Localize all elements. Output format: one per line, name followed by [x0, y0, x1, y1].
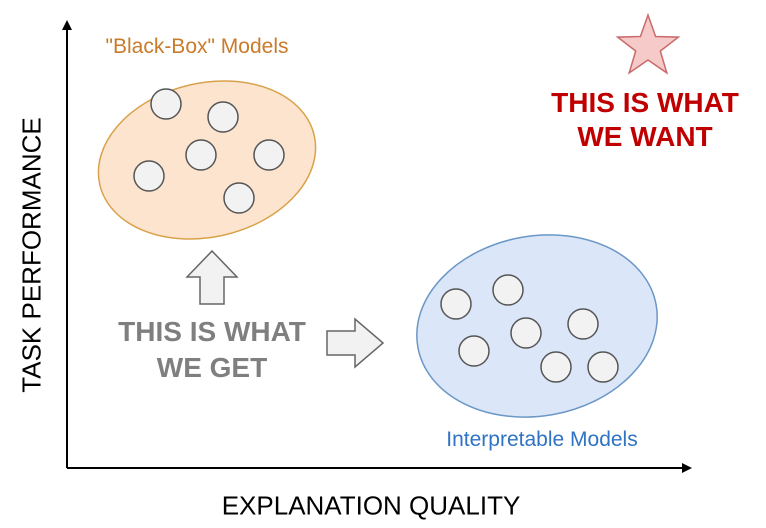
black-box-model-dots [133, 88, 285, 214]
up-arrow [185, 249, 239, 305]
what-we-want-line-2: WE WANT [577, 121, 713, 152]
interpretable-model-dot [510, 317, 542, 349]
what-we-get-line-1: THIS IS WHAT [118, 316, 306, 347]
black-box-model-dot [223, 182, 255, 214]
what-we-get-label: THIS IS WHAT WE GET [118, 314, 306, 386]
black-box-model-dot [150, 88, 182, 120]
right-arrow [326, 317, 385, 369]
black-box-model-dot [185, 139, 217, 171]
interpretable-model-dots [440, 274, 619, 383]
black-box-model-dot [253, 139, 285, 171]
star-icon [615, 12, 681, 75]
what-we-want-line-1: THIS IS WHAT [551, 87, 739, 118]
interpretable-model-dot [567, 308, 599, 340]
interpretable-model-dot [458, 335, 490, 367]
black-box-model-dot [133, 160, 165, 192]
x-axis-label: EXPLANATION QUALITY [221, 490, 521, 521]
interpretable-model-dot [440, 288, 472, 320]
interpretable-models-label: Interpretable Models [446, 428, 638, 451]
interpretable-model-dot [587, 351, 619, 383]
black-box-model-dot [207, 101, 239, 133]
interpretable-model-dot [540, 351, 572, 383]
interpretable-model-dot [492, 274, 524, 306]
y-axis-label: TASK PERFORMANCE [16, 117, 47, 393]
what-we-get-line-2: WE GET [156, 352, 268, 383]
what-we-want-label: THIS IS WHAT WE WANT [551, 86, 739, 154]
black-box-models-label: "Black-Box" Models [105, 35, 289, 58]
